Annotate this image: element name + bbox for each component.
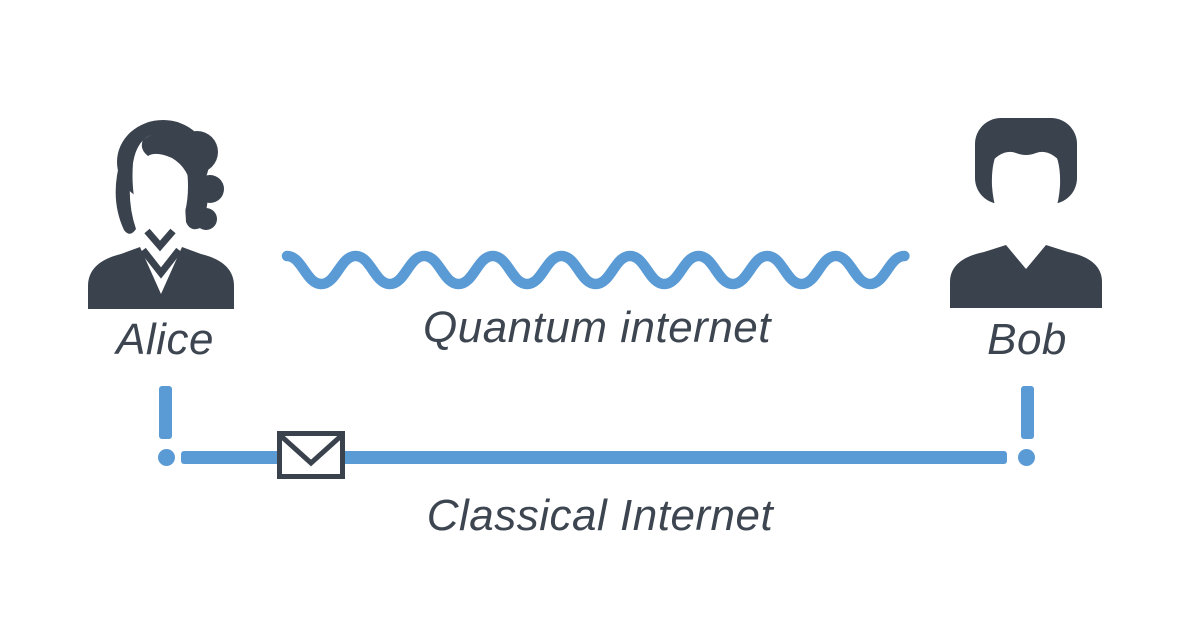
envelope-icon [277, 431, 345, 479]
alice-collar-line [140, 247, 182, 279]
bob-endpoint-dot [1018, 449, 1035, 466]
alice-chin-line [144, 228, 176, 252]
quantum-wave-line [281, 250, 910, 290]
quantum-link-label: Quantum internet [423, 303, 771, 352]
classical-link-label: Classical Internet [426, 491, 774, 540]
alice-endpoint-dot [158, 449, 175, 466]
alice-shoulders [88, 247, 234, 309]
classical-line [181, 451, 1007, 464]
alice-face [132, 134, 188, 244]
man-user-icon [950, 118, 1102, 308]
bob-fringe [988, 122, 1064, 166]
alice-fringe [141, 130, 203, 191]
bob-endpoint-bar [1021, 386, 1034, 439]
bob-shoulders [950, 245, 1102, 308]
alice-endpoint-bar [159, 386, 172, 439]
alice-label: Alice [116, 315, 214, 364]
woman-user-icon [88, 120, 234, 309]
bob-face [991, 136, 1061, 241]
bob-label: Bob [987, 315, 1067, 364]
